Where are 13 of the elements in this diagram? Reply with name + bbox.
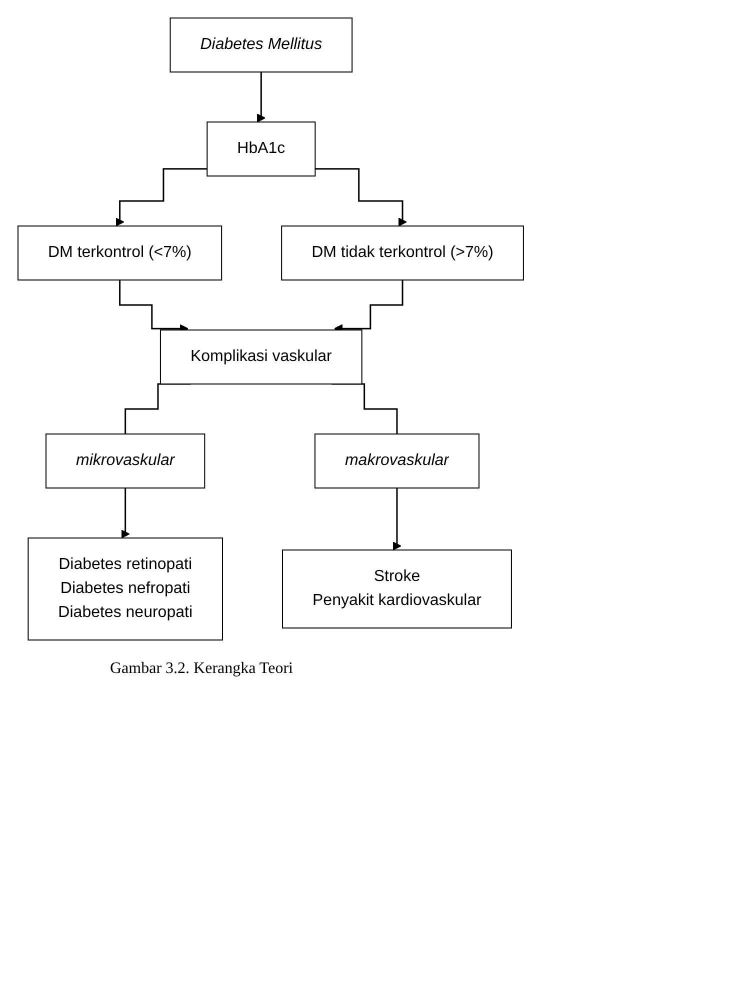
node-box: Stroke Penyakit kardiovaskular: [282, 550, 512, 628]
arrow: [115, 168, 208, 226]
arrow: [256, 71, 266, 122]
arrow: [392, 487, 402, 550]
node-box: Diabetes Mellitus: [170, 18, 353, 72]
arrow: [120, 487, 130, 538]
node-box: HbA1c: [206, 122, 316, 176]
node-box: Diabetes retinopati Diabetes nefropati Diabetes neuropati: [28, 538, 223, 640]
node-box: DM terkontrol (<7%): [18, 226, 222, 280]
node-box: Komplikasi vaskular: [160, 330, 362, 384]
node-box: DM tidak terkontrol (>7%): [281, 226, 524, 280]
figure-caption: Gambar 3.2. Kerangka Teori: [110, 660, 294, 678]
arrow: [315, 168, 407, 226]
